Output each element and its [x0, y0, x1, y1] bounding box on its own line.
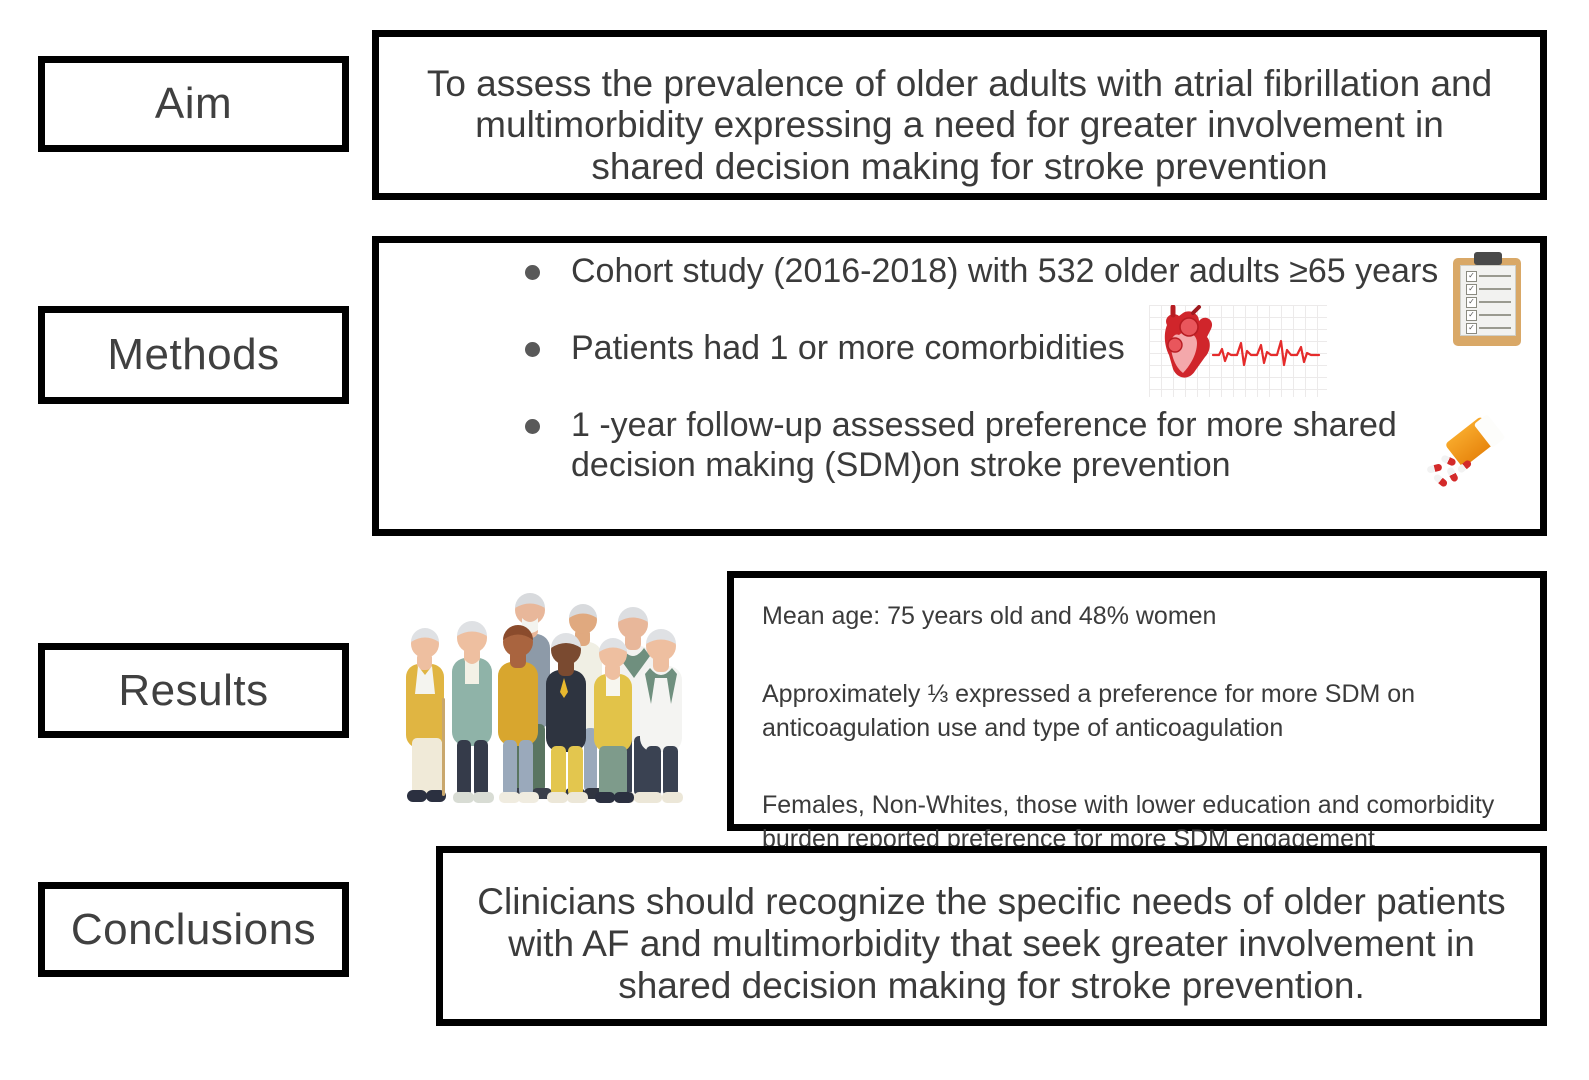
results-content-box: Mean age: 75 years old and 48% women App…: [727, 571, 1547, 853]
person-front-4: [546, 633, 588, 803]
section-label-aim: Aim: [38, 56, 349, 152]
heart-ecg-icon: [1149, 305, 1327, 400]
ecg-trace: [1211, 339, 1321, 367]
pill-bottle-icon: [1419, 413, 1519, 491]
heart-shape: [1164, 305, 1213, 378]
older-adults-svg: [406, 593, 683, 803]
section-label-methods: Methods: [38, 306, 349, 404]
results-paragraph: Approximately ⅓ expressed a preference f…: [762, 679, 1416, 742]
section-label-results: Results: [38, 643, 349, 738]
clipboard-paper: ✓ ✓ ✓ ✓ ✓: [1460, 265, 1516, 336]
section-label-aim-text: Aim: [154, 79, 233, 128]
person-front-2: [452, 621, 494, 803]
clipboard-clip: [1474, 252, 1502, 265]
list-item: Patients had 1 or more comorbidities: [509, 328, 1451, 369]
section-label-methods-text: Methods: [107, 330, 280, 379]
methods-content-box: Cohort study (2016-2018) with 532 older …: [372, 236, 1547, 536]
section-label-conclusions-text: Conclusions: [70, 904, 317, 954]
results-text: Mean age: 75 years old and 48% women App…: [762, 600, 1522, 857]
conclusions-content-box: Clinicians should recognize the specific…: [436, 846, 1547, 1026]
section-label-conclusions: Conclusions: [38, 882, 349, 977]
methods-bullet-list: Cohort study (2016-2018) with 532 older …: [509, 251, 1520, 520]
heart-ecg-svg: [1164, 305, 1321, 378]
aim-content-box: To assess the prevalence of older adults…: [372, 30, 1547, 200]
list-item: 1 -year follow-up assessed preference fo…: [509, 405, 1401, 487]
person-front-5: [594, 638, 634, 803]
person-front-1: [406, 628, 446, 802]
pill: [1432, 472, 1449, 489]
person-front-3: [498, 625, 539, 803]
conclusions-text: Clinicians should recognize the specific…: [477, 881, 1506, 1007]
person-front-6: [640, 629, 683, 803]
results-paragraph: Mean age: 75 years old and 48% women: [762, 602, 1217, 630]
older-adults-group-illustration: [398, 578, 698, 822]
pill: [1426, 463, 1443, 474]
aim-text: To assess the prevalence of older adults…: [426, 63, 1493, 187]
clipboard-checklist-icon: ✓ ✓ ✓ ✓ ✓: [1453, 252, 1525, 352]
list-item: Cohort study (2016-2018) with 532 older …: [509, 251, 1451, 292]
section-label-results-text: Results: [118, 665, 269, 715]
